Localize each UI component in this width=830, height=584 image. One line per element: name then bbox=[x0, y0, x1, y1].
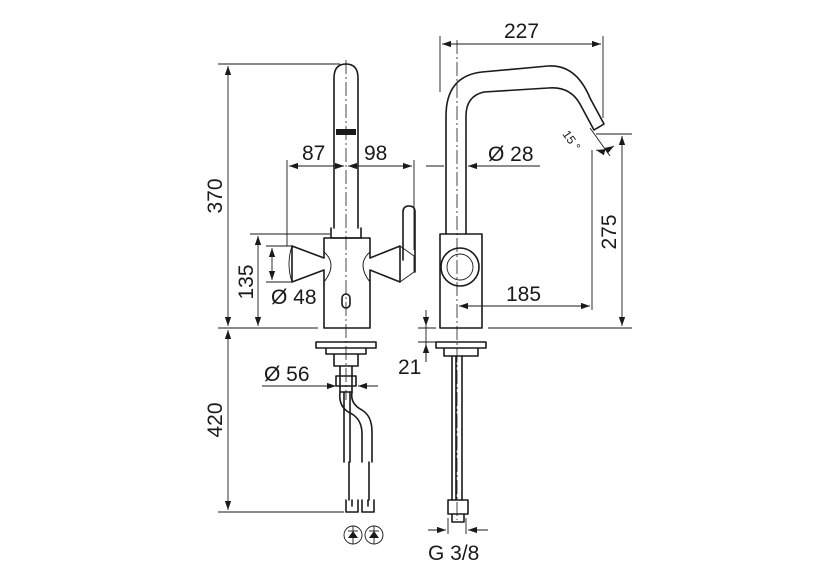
label-column-diameter: Ø 28 bbox=[488, 143, 534, 166]
dimension-plate-thickness: 21 bbox=[398, 310, 436, 379]
front-supply-hose-2 bbox=[343, 391, 351, 463]
front-mounting-plate bbox=[315, 341, 377, 367]
label-body-height: 135 bbox=[235, 264, 258, 299]
side-threaded-rod bbox=[451, 355, 463, 501]
side-spout bbox=[445, 65, 605, 235]
side-mounting-plate bbox=[435, 341, 487, 357]
front-supply-hose bbox=[338, 391, 373, 463]
dimension-body-height: 135 bbox=[235, 233, 330, 326]
side-view bbox=[435, 40, 605, 523]
dimension-connection-thread: G 3/8 bbox=[428, 518, 488, 565]
label-below-deck: 420 bbox=[204, 402, 227, 437]
dimension-below-deck: 420 bbox=[204, 330, 344, 513]
label-spout-height: 275 bbox=[598, 214, 621, 249]
dimension-hole-diameter: Ø 56 bbox=[262, 363, 378, 390]
dimension-spout-angle: 15 ° bbox=[560, 128, 615, 157]
front-right-knob bbox=[399, 245, 415, 283]
side-connector bbox=[447, 499, 469, 523]
label-body-diameter: Ø 48 bbox=[271, 286, 317, 309]
front-body-curve-right bbox=[362, 251, 371, 283]
check-valve-icon bbox=[364, 525, 384, 545]
front-view bbox=[288, 60, 416, 513]
front-hose-connector bbox=[345, 461, 375, 513]
label-left-reach: 87 bbox=[302, 142, 325, 165]
side-lever-knob-inner bbox=[446, 253, 474, 281]
side-body bbox=[439, 233, 483, 329]
side-lever-knob bbox=[440, 247, 480, 287]
dimension-reach: 185 bbox=[459, 150, 593, 310]
front-lever bbox=[402, 205, 416, 273]
label-connection-thread: G 3/8 bbox=[428, 542, 479, 565]
dimension-body-diameter: Ø 48 bbox=[266, 245, 317, 309]
front-left-knob bbox=[288, 245, 293, 283]
front-body-curve-left bbox=[323, 251, 332, 283]
dimension-column-diameter: Ø 28 bbox=[426, 143, 540, 170]
label-total-height: 370 bbox=[204, 178, 227, 213]
label-plate-thickness: 21 bbox=[398, 356, 421, 379]
dimension-total-height: 370 bbox=[204, 63, 340, 329]
label-total-width: 227 bbox=[504, 20, 539, 43]
dimension-reach-front: 87 98 bbox=[286, 142, 415, 250]
front-threaded-rod bbox=[335, 365, 357, 393]
check-valve-icon bbox=[343, 525, 363, 545]
label-spout-angle: 15 ° bbox=[560, 128, 584, 154]
dimension-total-width: 227 bbox=[439, 20, 604, 118]
label-hole-diameter: Ø 56 bbox=[264, 363, 310, 386]
label-reach: 185 bbox=[506, 283, 541, 306]
label-right-reach: 98 bbox=[364, 142, 387, 165]
check-valve-icons bbox=[343, 525, 384, 545]
dimension-spout-height: 275 bbox=[488, 133, 632, 329]
